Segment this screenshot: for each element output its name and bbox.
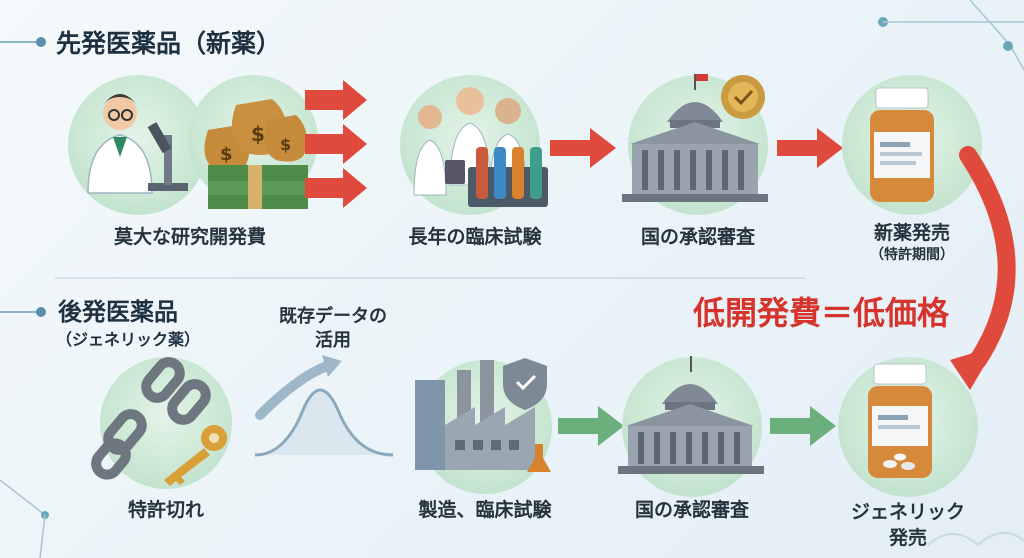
title-dot-bottom xyxy=(36,307,46,317)
step-label-new-drug: 新薬発売 xyxy=(873,222,950,244)
step-label-generic: ジェネリック xyxy=(850,501,965,523)
red-arrows-1 xyxy=(305,80,367,208)
broken-chain-key-icon xyxy=(91,357,227,486)
svg-text:$: $ xyxy=(220,144,233,165)
step-label-generic-release: 発売 xyxy=(888,527,927,549)
step-label-research-cost: 莫大な研究開発費 xyxy=(113,226,266,248)
step-label-patent-expiry: 特許切れ xyxy=(127,499,204,521)
title-line-bottom xyxy=(0,311,38,313)
step-label-manufacturing: 製造、臨床試験 xyxy=(418,499,552,521)
medicine-bottle-icon xyxy=(870,87,934,202)
government-building-icon-bottom xyxy=(618,356,764,474)
step-label-approval-bottom: 国の承認審査 xyxy=(634,499,749,521)
title-line-top xyxy=(0,41,38,43)
green-arrow-2 xyxy=(770,406,836,446)
red-arrow-2 xyxy=(550,128,616,168)
doctors-test-tubes-icon xyxy=(413,87,548,207)
title-dot-top xyxy=(36,37,46,47)
scientist-microscope-money-icon: $ $ $ xyxy=(87,94,308,209)
generic-medicine-bottle-icon xyxy=(868,363,932,478)
step-label-approval-top: 国の承認審査 xyxy=(640,226,755,248)
bottom-section-subtitle: （ジェネリック薬） xyxy=(56,330,201,349)
red-arrow-3 xyxy=(777,128,843,168)
bottom-section-title: 後発医薬品 xyxy=(58,298,178,326)
data-curve-icon xyxy=(254,355,394,457)
green-arrow-1 xyxy=(558,406,624,446)
low-cost-low-price-text: 低開発費＝低価格 xyxy=(693,294,950,332)
step-sublabel-patent-period: （特許期間） xyxy=(870,247,954,263)
curved-red-arrow xyxy=(950,146,1016,390)
factory-icon xyxy=(415,358,551,472)
existing-data-label-2: 活用 xyxy=(315,330,351,351)
top-section-title: 先発医薬品（新薬） xyxy=(56,29,282,58)
svg-text:$: $ xyxy=(251,122,265,146)
government-building-icon xyxy=(622,74,768,202)
step-label-clinical-trials: 長年の臨床試験 xyxy=(408,226,542,248)
existing-data-label: 既存データの xyxy=(279,306,387,327)
svg-text:$: $ xyxy=(280,135,291,154)
